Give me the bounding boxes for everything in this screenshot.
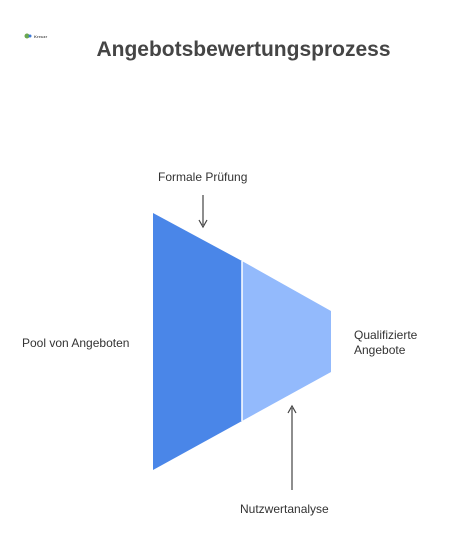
- arrow-down-icon: [198, 195, 208, 229]
- arrow-up-icon: [287, 404, 297, 490]
- logo: Kreuzr: [24, 33, 47, 39]
- formal-check-stage: [153, 213, 242, 470]
- stage1-label: Formale Prüfung: [158, 170, 248, 184]
- logo-icon: [24, 33, 32, 39]
- page-title: Angebotsbewertungsprozess: [96, 38, 391, 61]
- input-label: Pool von Angeboten: [22, 336, 130, 350]
- utility-analysis-stage: [242, 261, 331, 421]
- stage2-label: Nutzwertanalyse: [240, 502, 329, 516]
- logo-text: Kreuzr: [34, 33, 48, 39]
- output-label: Qualifizierte Angebote: [354, 328, 418, 357]
